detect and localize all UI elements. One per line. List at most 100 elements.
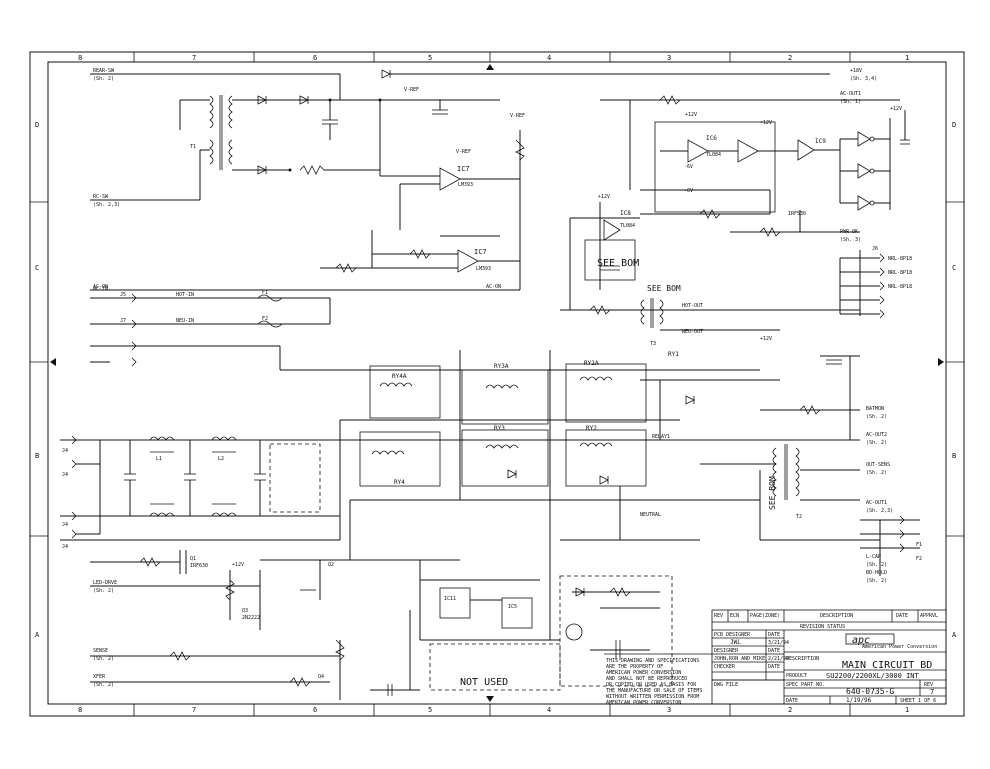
signal-label: HOT-IN	[176, 292, 194, 298]
pcb-designer: JWL	[730, 639, 741, 646]
col-label: 5	[428, 706, 432, 714]
relay-coil	[485, 384, 519, 389]
power-label: +12V	[760, 120, 772, 126]
power-label: +12V	[685, 112, 697, 118]
ref-label: T1	[190, 144, 196, 150]
date-header: DATE	[896, 613, 908, 619]
column-ticks	[30, 52, 964, 716]
signal-label: V-REF	[456, 149, 471, 155]
comparator-ic7b	[457, 249, 479, 273]
description-label: DESCRIPTION	[786, 656, 819, 662]
title-block	[711, 609, 947, 705]
signal-label: AC-OUT2	[866, 432, 887, 438]
signal-label: (Sh. 2)	[866, 578, 887, 584]
relay-ry3a-box	[461, 369, 549, 425]
signal-label: (Sh. 3,4)	[850, 76, 877, 82]
row-labels: D C B A D C B A	[35, 121, 957, 639]
ic-part: TL084	[706, 152, 721, 158]
relay-ry2-box	[565, 429, 647, 487]
date-label: DATE	[786, 698, 798, 704]
drawing-title: MAIN CIRCUIT BD	[842, 660, 932, 671]
signal-label: AC-ON	[486, 284, 501, 290]
option-area	[559, 575, 673, 687]
dwg-file-label: DWG FILE	[714, 682, 738, 688]
relay-section	[260, 350, 780, 640]
driver-section	[90, 550, 420, 700]
see-bom-note: SEE BOM	[647, 284, 681, 293]
relay-coil	[379, 382, 413, 387]
ic-label: IC5	[508, 604, 517, 610]
relay-ry2a-box	[565, 363, 647, 423]
power-label: -6V	[684, 164, 693, 170]
opamp-ic8	[603, 219, 621, 241]
row-label: B	[35, 452, 39, 460]
ic-label: IC9	[815, 138, 826, 145]
part-label: IRF630	[190, 563, 208, 569]
right-connectors	[839, 253, 885, 319]
output-labels: BATMON (Sh. 2) AC-OUT2 (Sh. 2) OUT-SENS …	[640, 336, 922, 584]
fuse-f2	[257, 320, 283, 328]
power-label: +12V	[760, 336, 772, 342]
input-section	[60, 293, 760, 541]
signal-label: AC-IN	[93, 286, 108, 292]
transformer-secondary	[228, 95, 233, 129]
company-name: American Power Conversion	[862, 644, 937, 650]
ic-label: IC7	[474, 248, 487, 256]
disclaimer-line: OR COPIED OR USED AS BASIS FOR	[606, 682, 697, 688]
connector-part: NRL-8P18	[888, 270, 912, 276]
row-label: D	[35, 121, 39, 129]
connector-label: J4	[62, 448, 68, 454]
date-value: 3/21/94	[768, 640, 789, 646]
choke-l1	[149, 436, 175, 441]
center-arrow	[486, 64, 494, 70]
driver-labels: LED-DRVE (Sh. 2) SENSE (Sh. 2) XFER (Sh.…	[93, 556, 334, 688]
rev-value: 7	[930, 688, 934, 696]
disclaimer-line: ARE THE PROPERTY OF	[606, 664, 663, 670]
column-labels: 8 7 6 5 4 3 2 1 8 7 6 5 4 3 2 1	[78, 54, 909, 714]
date-label: DATE	[768, 632, 780, 638]
relay-ry3-box	[461, 429, 549, 487]
logic-section	[419, 560, 673, 691]
transformer-primary	[209, 95, 214, 129]
connector-label: J5	[120, 292, 126, 298]
revision-status: REVISION STATUS	[800, 624, 845, 630]
connector-part: NRL-8P18	[888, 256, 912, 262]
col-label: 7	[192, 54, 196, 62]
gate-ic9c	[857, 195, 871, 211]
row-label: C	[952, 264, 956, 272]
signal-label: (Sh. 2)	[866, 414, 887, 420]
rev-header: REV	[714, 613, 723, 619]
not-used-note: NOT USED	[460, 677, 508, 688]
col-label: 2	[788, 706, 792, 714]
ic11-block	[439, 587, 471, 619]
date-value: 1/19/96	[846, 697, 872, 704]
disclaimer-line: AMERICAN POWER CONVERSION	[606, 670, 681, 676]
not-used-area	[429, 643, 561, 691]
relay-label: RY1	[668, 351, 679, 358]
signal-label: (Sh. 2)	[866, 562, 887, 568]
logo-text: apc	[852, 635, 870, 646]
signal-label: (Sh. 1)	[840, 99, 861, 105]
disclaimer-line: WITHOUT WRITTEN PERMISSION FROM	[606, 694, 699, 700]
designer-label: DESIGNER	[714, 648, 739, 654]
signal-label: (Sh. 2)	[93, 682, 114, 688]
title-block-text: REV ECN PAGE(ZONE) DESCRIPTION DATE APPR…	[714, 613, 938, 704]
description-header: DESCRIPTION	[820, 613, 853, 619]
ic-part: TL084	[620, 223, 635, 229]
connector-label: J6	[872, 246, 878, 252]
date-label: DATE	[768, 664, 780, 670]
center-arrow	[486, 696, 494, 702]
row-label: D	[952, 121, 956, 129]
signal-label: V-REF	[404, 87, 419, 93]
relay-coil	[371, 450, 405, 455]
signal-label: (Sh. 3)	[840, 237, 861, 243]
signal-label: BATMON	[866, 406, 884, 412]
connector-label: J7	[120, 318, 126, 324]
date-label: DATE	[768, 648, 780, 654]
signal-label: AC-ON	[93, 284, 108, 290]
disclaimer-line: THE MANUFACTURE OR SALE OF ITEMS	[606, 688, 702, 694]
gate-ic9a	[857, 131, 871, 147]
see-bom-note: SEE BOM	[597, 258, 639, 269]
connector-label: J4	[62, 472, 68, 478]
